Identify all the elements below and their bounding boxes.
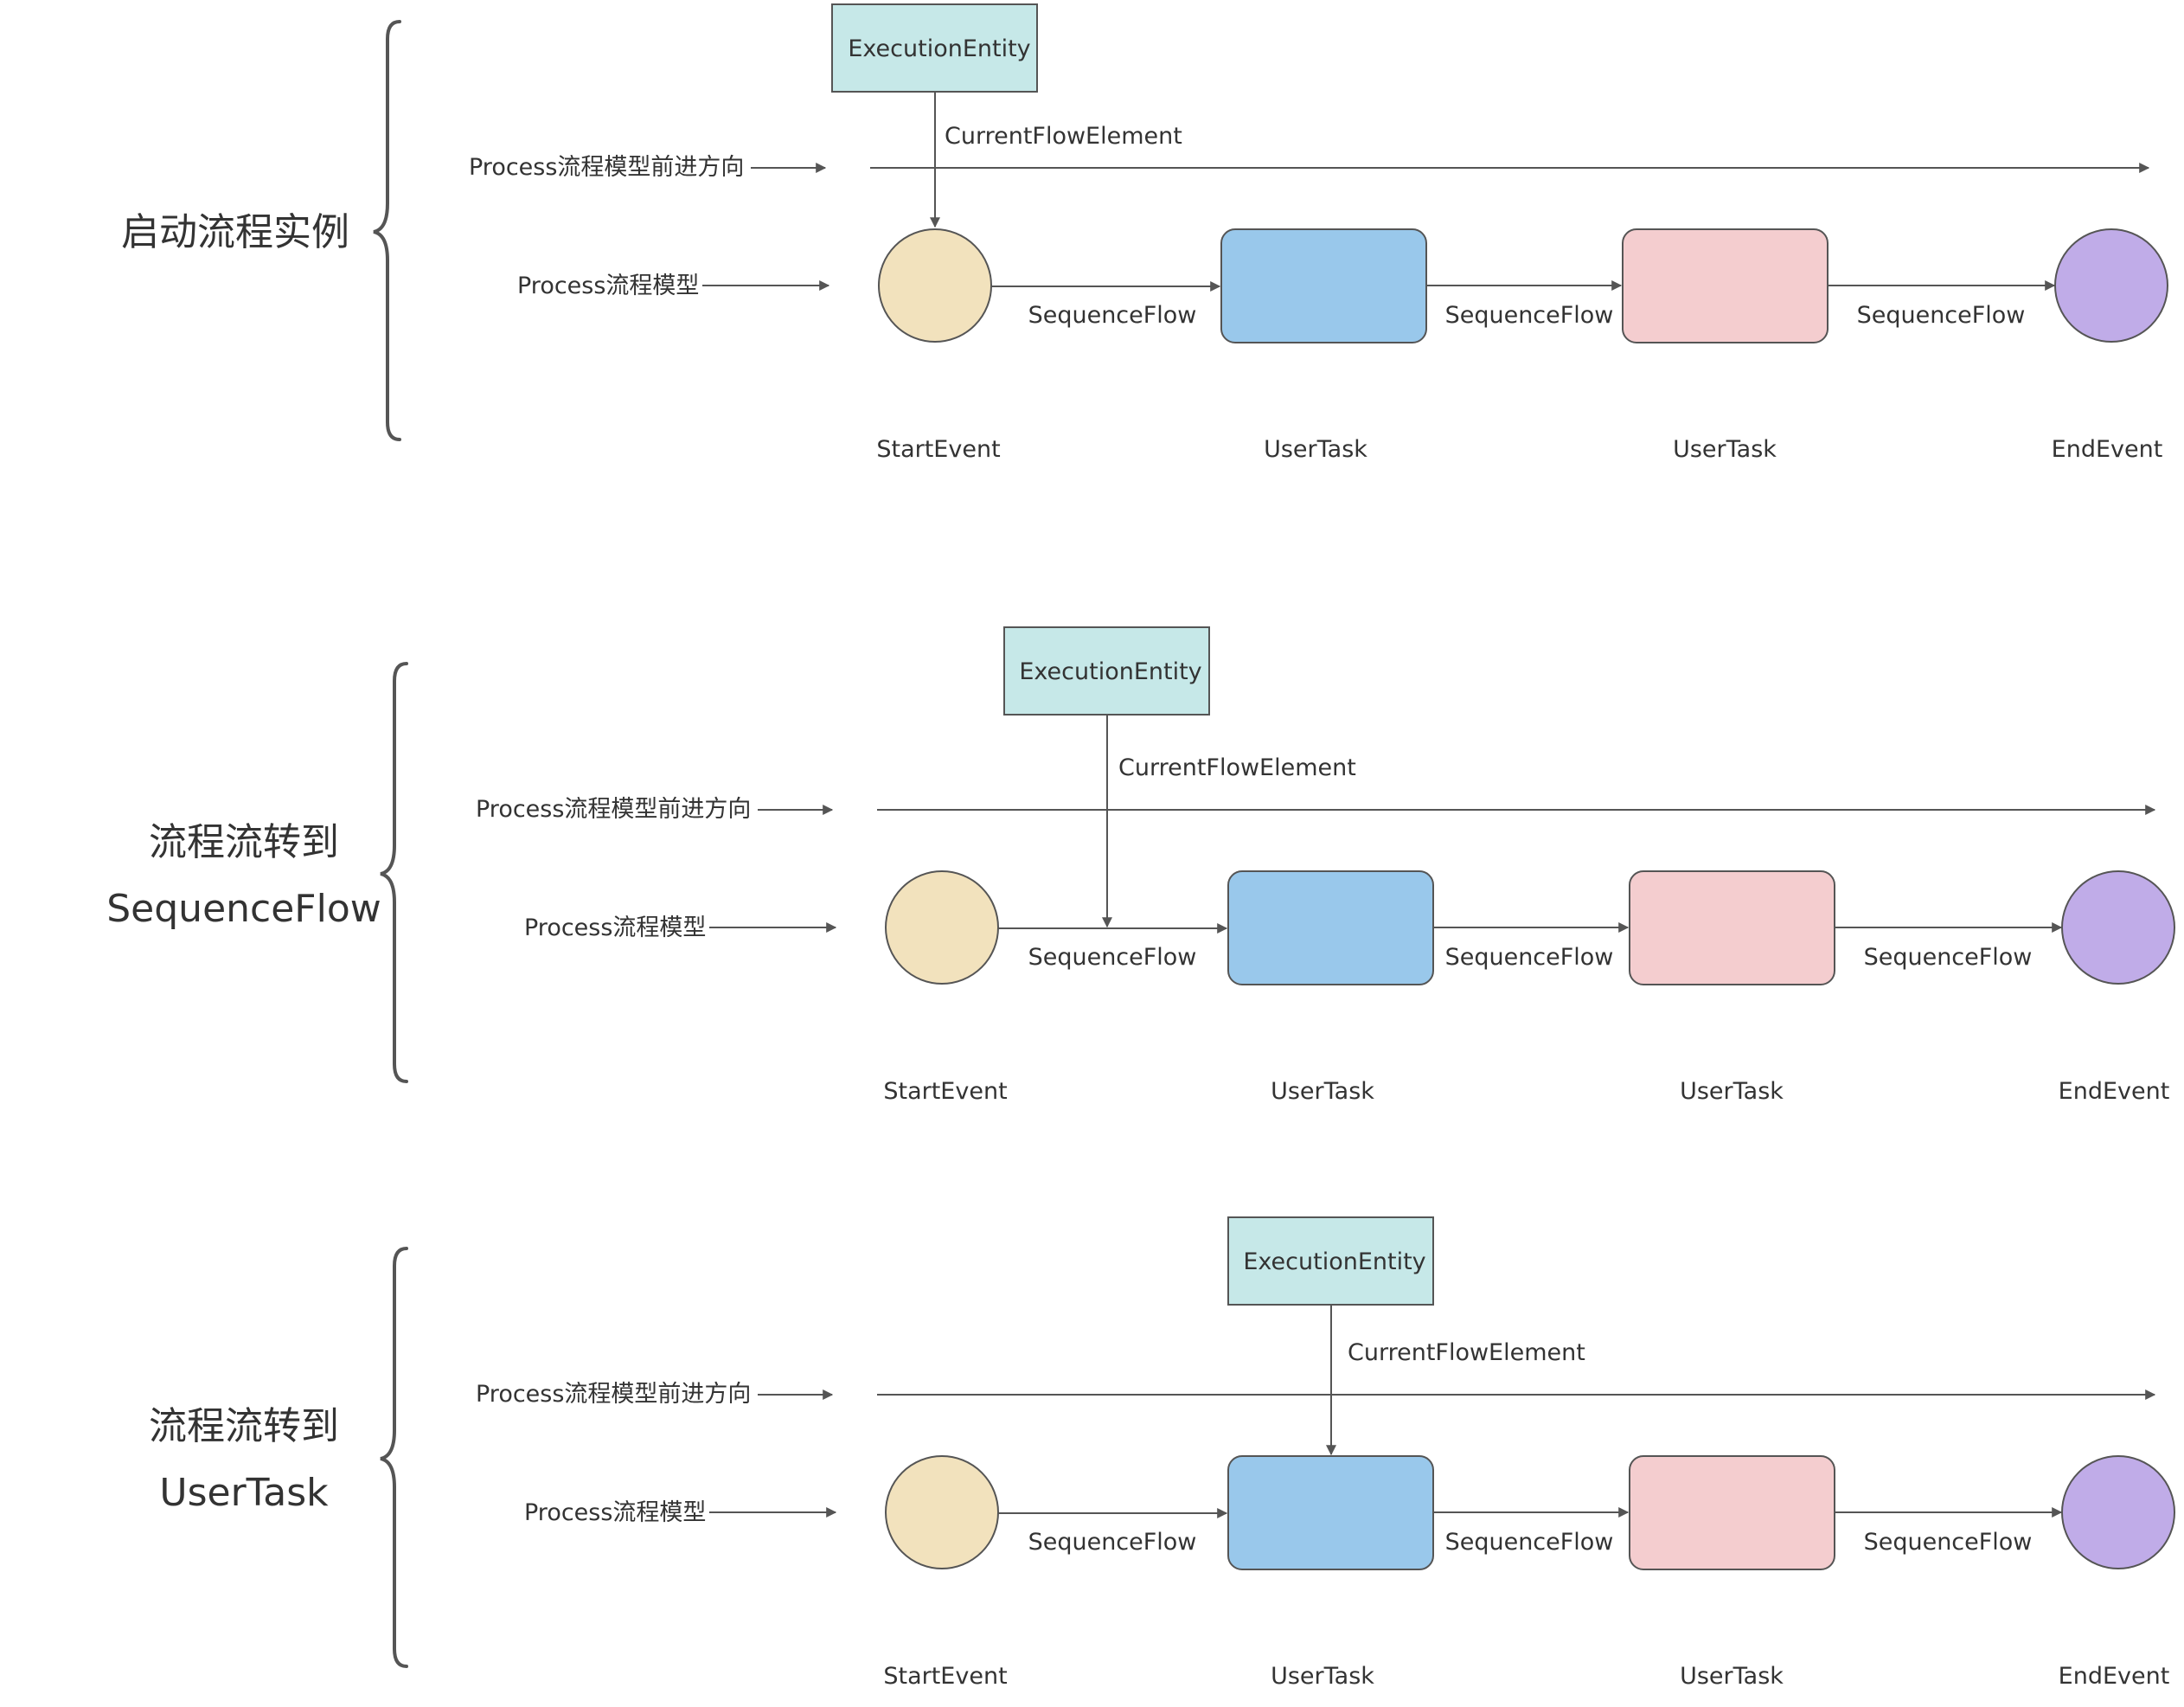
direction-label: Process流程模型前进方向 [469,154,744,181]
user-task-1-box [1227,870,1434,985]
user-task-1-box [1220,228,1427,343]
start-event-circle [885,1455,999,1569]
end-event-circle [2061,870,2175,985]
sequence-flow-3-label: SequenceFlow [1864,1529,2033,1556]
user-task-1-label: UserTask [1271,1663,1374,1690]
start-event-circle [885,870,999,985]
user-task-2-label: UserTask [1673,436,1777,463]
end-event-label: EndEvent [2052,436,2163,463]
section-flow-to-sequence-flow: 流程流转到 SequenceFlow Process流程模型前进方向 Proce… [106,626,2175,1105]
user-task-1-label: UserTask [1271,1078,1374,1105]
sequence-flow-1-label: SequenceFlow [1028,1529,1197,1556]
user-task-2-box [1629,870,1835,985]
sequence-flow-2-label: SequenceFlow [1445,1529,1614,1556]
model-label: Process流程模型 [524,1499,706,1526]
execution-entity-box [831,3,1038,93]
execution-entity-label: ExecutionEntity [848,35,1030,62]
section-title-line-1: 流程流转到 [149,1404,339,1448]
execution-entity-label: ExecutionEntity [1019,658,1201,685]
section-title: 启动流程实例 [121,210,349,254]
user-task-2-label: UserTask [1680,1078,1784,1105]
start-event-circle [878,228,992,343]
end-event-label: EndEvent [2059,1663,2170,1690]
execution-entity-box [1227,1216,1434,1306]
section-title-line-2: UserTask [159,1471,329,1515]
direction-label: Process流程模型前进方向 [476,796,751,823]
end-event-label: EndEvent [2059,1078,2170,1105]
direction-label: Process流程模型前进方向 [476,1381,751,1408]
current-flow-element-label: CurrentFlowElement [1118,754,1356,781]
end-event-circle [2061,1455,2175,1569]
user-task-2-box [1629,1455,1835,1570]
sequence-flow-3-label: SequenceFlow [1857,302,2026,329]
sequence-flow-3-label: SequenceFlow [1864,944,2033,971]
user-task-2-box [1622,228,1829,343]
model-label: Process流程模型 [524,914,706,941]
current-flow-element-label: CurrentFlowElement [1348,1339,1585,1366]
current-flow-element-label: CurrentFlowElement [945,123,1182,150]
start-event-label: StartEvent [883,1663,1007,1690]
start-event-label: StartEvent [883,1078,1007,1105]
section-brace [380,662,408,1083]
section-title-line-2: SequenceFlow [106,887,381,931]
user-task-1-label: UserTask [1264,436,1367,463]
section-brace [380,1247,408,1668]
section-start-process-instance: 启动流程实例 Process流程模型前进方向 Process流程模型 Execu… [121,3,2168,463]
section-flow-to-user-task: 流程流转到 UserTask Process流程模型前进方向 Process流程… [149,1216,2175,1690]
sequence-flow-2-label: SequenceFlow [1445,944,1614,971]
model-label: Process流程模型 [517,273,699,299]
user-task-1-box [1227,1455,1434,1570]
end-event-circle [2054,228,2168,343]
section-title-line-1: 流程流转到 [149,820,339,864]
sequence-flow-2-label: SequenceFlow [1445,302,1614,329]
sequence-flow-1-label: SequenceFlow [1028,302,1197,329]
section-brace [373,20,401,441]
execution-entity-box [1003,626,1210,716]
execution-entity-label: ExecutionEntity [1243,1248,1425,1275]
sequence-flow-1-label: SequenceFlow [1028,944,1197,971]
user-task-2-label: UserTask [1680,1663,1784,1690]
start-event-label: StartEvent [876,436,1000,463]
